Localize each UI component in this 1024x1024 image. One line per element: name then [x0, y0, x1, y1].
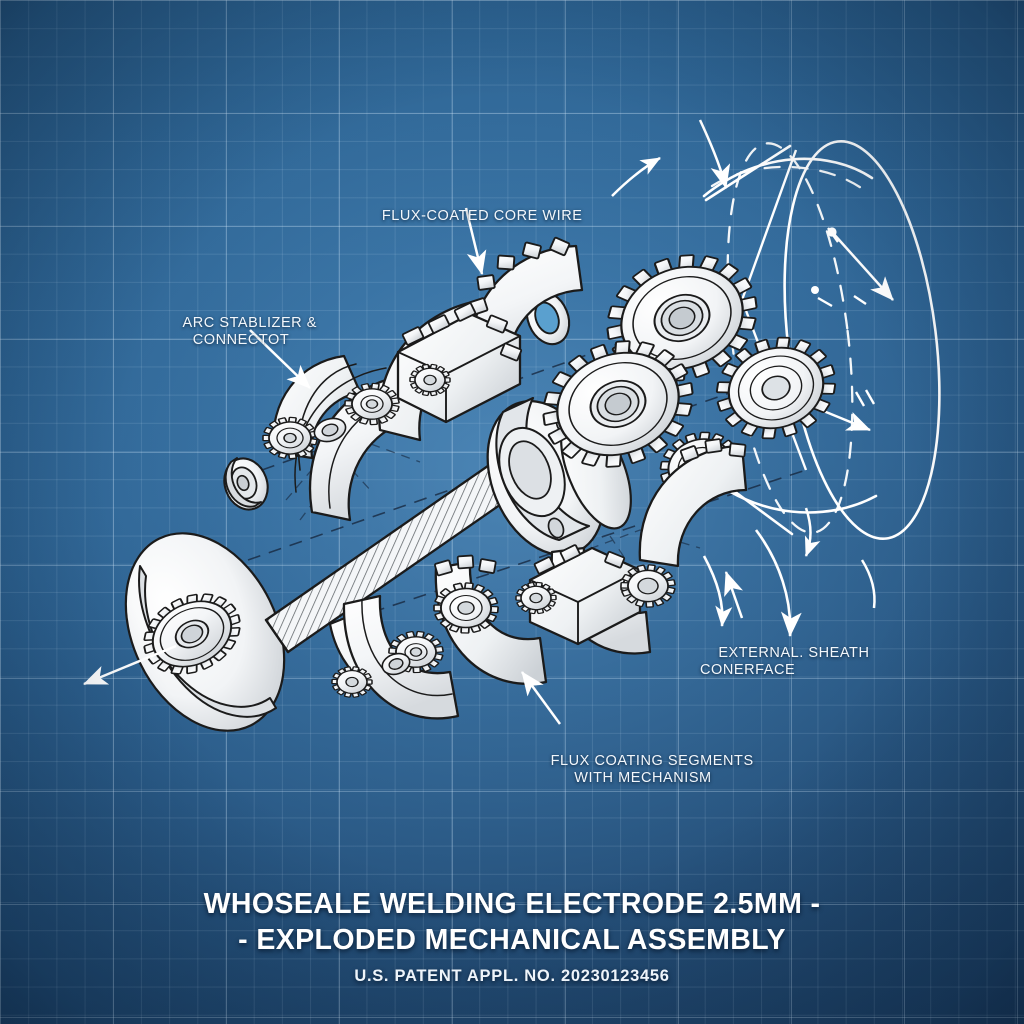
callout-label-flux-coated-core-wire: FLUX-COATED CORE WIRE — [381, 207, 583, 224]
title-block: WHOSEALE WELDING ELECTRODE 2.5MM - - EXP… — [0, 887, 1024, 986]
callout-label-external-sheath: EXTERNAL. SHEATH CONERFACE — [700, 644, 870, 679]
part-sheath-gear-right — [715, 336, 837, 440]
callout-arc-stabilizer: ARC STABLIZER & CONNECTOT — [141, 297, 341, 368]
part-knurled-roller-upper — [313, 417, 347, 443]
leader-arc-stabilizer — [249, 329, 311, 389]
part-knurled-roller-lower — [381, 652, 411, 676]
leader-lines — [83, 207, 744, 725]
rotation-arrows — [702, 529, 802, 638]
part-bearing-ring — [223, 457, 269, 511]
callout-external-sheath: EXTERNAL. SHEATH CONERFACE — [700, 627, 930, 698]
part-pinion-gear-h — [620, 563, 676, 608]
leader-flux-coated-core-wire — [464, 207, 487, 275]
part-pinion-gear-g — [515, 581, 557, 615]
leader-end-disc — [83, 644, 177, 686]
part-housing-block-lower — [528, 544, 642, 646]
callout-flux-coated-core-wire: FLUX-COATED CORE WIRE — [0, 190, 946, 243]
part-pinion-gear-a — [262, 416, 318, 460]
leader-external-sheath — [724, 571, 744, 619]
callout-flux-coating-segments: FLUX COATING SEGMENTS WITH MECHANISM — [523, 735, 763, 806]
part-pinion-gear-c — [409, 363, 451, 397]
part-pinion-gear-b — [344, 382, 400, 426]
part-main-gear-lower — [542, 339, 694, 469]
leader-flux-coating-segments — [520, 671, 562, 725]
callout-label-flux-coating-segments: FLUX COATING SEGMENTS WITH MECHANISM — [550, 752, 754, 787]
part-arc-segment-lower-2 — [342, 594, 460, 720]
title-line-2: - EXPLODED MECHANICAL ASSEMBLY — [238, 923, 786, 956]
part-housing-block-upper — [396, 302, 523, 424]
part-end-disc-left — [124, 532, 286, 732]
title-line-1: WHOSEALE WELDING ELECTRODE 2.5MM - — [203, 888, 821, 921]
part-pinion-gear-d — [331, 665, 373, 699]
callout-label-arc-stabilizer: ARC STABLIZER & CONNECTOT — [182, 314, 317, 349]
part-pinion-gear-f — [433, 582, 500, 634]
patent-number: U.S. PATENT APPL. NO. 20230123456 — [354, 967, 670, 985]
part-sheath-arc-right — [638, 438, 748, 568]
